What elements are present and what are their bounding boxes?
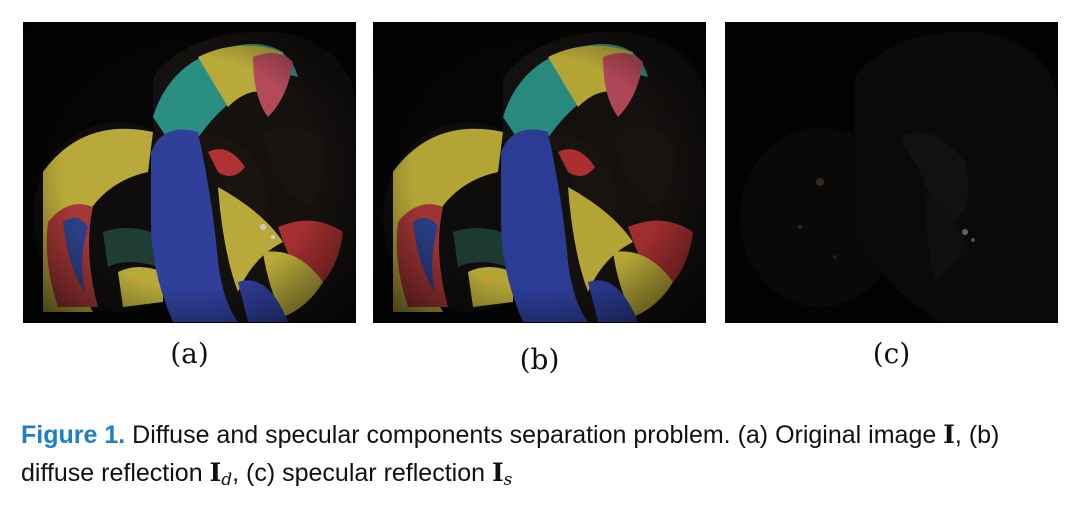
panel-label-a: (a) xyxy=(170,337,209,370)
subscript-d: d xyxy=(221,470,233,490)
symbol-diffuse: I xyxy=(209,458,222,487)
panel-label-b: (b) xyxy=(519,343,560,376)
caption-text-2: , (b) diffuse reflection xyxy=(21,421,1000,487)
mask-image-original xyxy=(23,22,356,323)
figure-panel-specular xyxy=(725,22,1058,323)
subscript-s: s xyxy=(503,470,513,490)
figure-number: Figure 1. xyxy=(21,421,126,449)
figure-panel-original xyxy=(23,22,356,323)
panel-label-c: (c) xyxy=(872,337,911,370)
figure-caption: Figure 1. Diffuse and specular component… xyxy=(21,416,1061,499)
mask-image-diffuse xyxy=(373,22,706,323)
figure-panel-diffuse xyxy=(373,22,706,323)
symbol-image: I xyxy=(943,420,955,449)
caption-text-3: , (c) specular reflection xyxy=(232,459,492,487)
symbol-specular: I xyxy=(491,458,504,487)
mask-image-specular xyxy=(725,22,1058,323)
caption-text-1: Diffuse and specular components separati… xyxy=(125,421,944,449)
